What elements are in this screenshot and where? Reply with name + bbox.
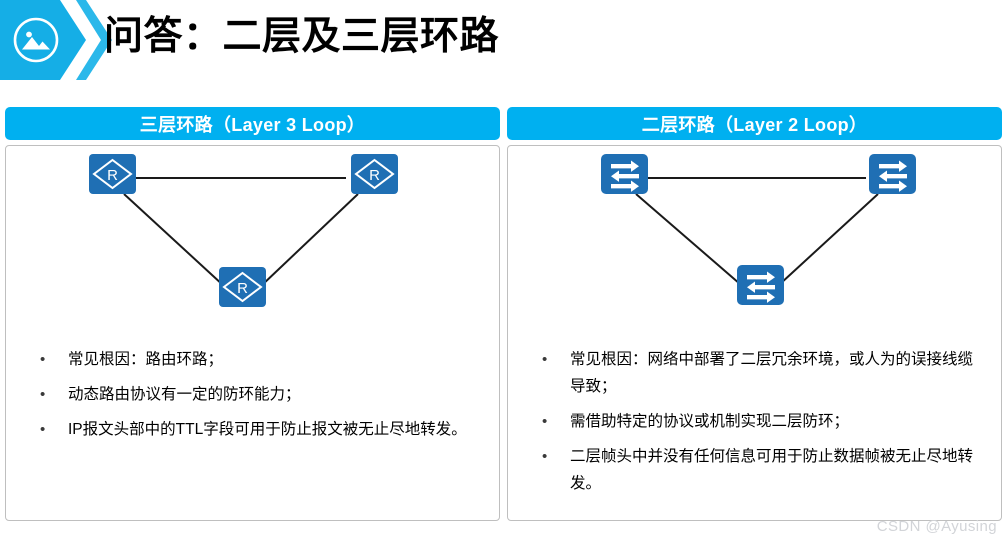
list-item-text: 二层帧头中并没有任何信息可用于防止数据帧被无止尽地转发。 [570,448,974,492]
switch-bottom [737,265,784,305]
list-item: • 常见根因：路由环路； [32,346,485,373]
list-item: • 需借助特定的协议或机制实现二层防环； [534,408,987,435]
column-header-layer3: 三层环路（Layer 3 Loop） [5,107,500,140]
list-item-text: IP报文头部中的TTL字段可用于防止报文被无止尽地转发。 [68,421,467,438]
svg-text:R: R [369,167,380,184]
switch-top-right [869,154,916,194]
switch-top-left [601,154,648,194]
router-top-left: R [89,154,136,194]
watermark: CSDN @Ayusing [876,518,997,535]
svg-text:R: R [237,280,248,297]
svg-text:R: R [107,167,118,184]
layer3-topology-svg: R R R [89,154,398,307]
link-topleft-bottom [123,193,225,287]
bullet-marker: • [40,351,46,368]
slide-header: 问答：二层及三层环路 [0,0,1005,86]
link-topright-bottom [779,193,879,285]
layer3-topology-diagram: R R R [6,146,499,346]
list-item: • 常见根因：网络中部署了二层冗余环境，或人为的误接线缆导致； [534,346,987,400]
router-top-right: R [351,154,398,194]
bullet-marker: • [542,413,548,430]
list-item-text: 常见根因：网络中部署了二层冗余环境，或人为的误接线缆导致； [570,351,974,395]
topology-links [635,177,879,285]
page-title: 问答：二层及三层环路 [104,15,500,58]
column-header-layer2: 二层环路（Layer 2 Loop） [507,107,1002,140]
router-bottom: R [219,267,266,307]
layer2-topology-diagram [508,146,1001,346]
layer2-topology-svg [601,154,916,305]
column-layer3: 三层环路（Layer 3 Loop） R [5,107,500,521]
bullet-marker: • [40,386,46,403]
topology-links [123,177,359,287]
list-item: • 二层帧头中并没有任何信息可用于防止数据帧被无止尽地转发。 [534,443,987,497]
layer3-bullet-list: • 常见根因：路由环路； • 动态路由协议有一定的防环能力； • IP报文头部中… [32,346,485,451]
column-body-layer2: • 常见根因：网络中部署了二层冗余环境，或人为的误接线缆导致； • 需借助特定的… [507,145,1002,521]
header-badge [0,0,112,80]
layer2-bullet-list: • 常见根因：网络中部署了二层冗余环境，或人为的误接线缆导致； • 需借助特定的… [534,346,987,505]
list-item: • 动态路由协议有一定的防环能力； [32,381,485,408]
list-item: • IP报文头部中的TTL字段可用于防止报文被无止尽地转发。 [32,416,485,443]
list-item-text: 常见根因：路由环路； [68,351,224,368]
column-body-layer3: R R R • 常见根因：路由环路； [5,145,500,521]
bullet-marker: • [542,351,548,368]
photo-icon [13,17,59,63]
link-topright-bottom [260,193,359,287]
link-topleft-bottom [635,193,741,285]
column-layer2: 二层环路（Layer 2 Loop） [507,107,1002,521]
bullet-marker: • [542,448,548,465]
list-item-text: 需借助特定的协议或机制实现二层防环； [570,413,850,430]
bullet-marker: • [40,421,46,438]
list-item-text: 动态路由协议有一定的防环能力； [68,386,301,403]
